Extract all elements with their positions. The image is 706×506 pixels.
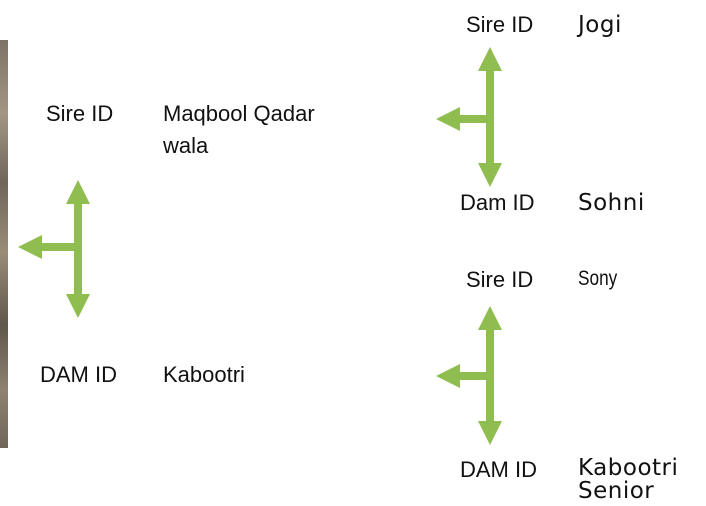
- bottom-right-branch-arrow: [436, 306, 502, 445]
- dam-id-label: DAM ID: [40, 362, 117, 387]
- sire-name-line2: wala: [163, 133, 209, 158]
- grandsire-maternal-name: Sony: [578, 267, 618, 290]
- granddam-paternal-name: Sohni: [578, 190, 645, 216]
- dam-name: Kabootri: [163, 362, 245, 387]
- arrow-head-down: [478, 421, 502, 445]
- arrow-head-down: [478, 163, 502, 187]
- granddam-maternal-name-line2: Senior: [578, 478, 655, 504]
- arrow-head-left: [436, 107, 460, 131]
- top-right-branch-arrow: [436, 47, 502, 187]
- granddam-maternal-label: DAM ID: [460, 457, 537, 482]
- grandsire-maternal-label: Sire ID: [466, 267, 534, 292]
- arrow-head-up: [66, 180, 90, 204]
- arrow-head-up: [478, 306, 502, 330]
- arrow-head-up: [478, 47, 502, 71]
- arrow-horizontal-shaft: [458, 115, 490, 123]
- grandsire-paternal-label: Sire ID: [466, 12, 534, 37]
- sire-id-label: Sire ID: [46, 101, 114, 126]
- photo-edge: [0, 40, 8, 448]
- granddam-maternal-name-line1: Kabootri: [578, 455, 679, 481]
- grandsire-paternal-name: Jogi: [578, 12, 622, 38]
- arrow-head-down: [66, 294, 90, 318]
- granddam-paternal-label: Dam ID: [460, 190, 535, 215]
- arrow-head-left: [18, 235, 42, 259]
- arrow-horizontal-shaft: [458, 372, 490, 380]
- arrow-head-left: [436, 364, 460, 388]
- arrow-horizontal-shaft: [40, 243, 78, 251]
- sire-name-line1: Maqbool Qadar: [163, 101, 315, 126]
- left-branch-arrow: [18, 180, 90, 318]
